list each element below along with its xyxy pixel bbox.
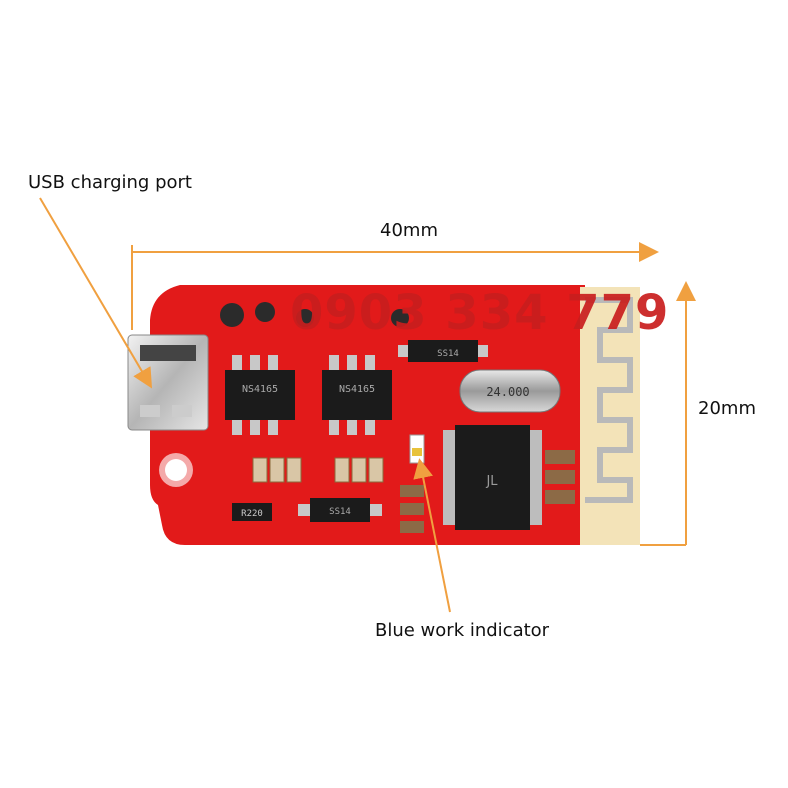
blue-led [409,434,425,464]
amp-left-marking: NS4165 [242,384,278,395]
resistor-r220: R220 [232,503,272,521]
bluetooth-chip: JL [443,425,542,530]
indicator-label: Blue work indicator [375,620,550,641]
height-dimension-label: 20mm [698,398,756,419]
resistor-marking: R220 [241,509,263,519]
usb-port [127,334,209,431]
crystal-marking: 24.000 [486,385,529,399]
width-dimension-label: 40mm [380,220,438,241]
diode-top: SS14 [398,340,488,362]
diode-bottom: SS14 [298,498,382,522]
smd-components [220,302,575,533]
antenna-area [580,287,640,545]
amp-chip-left: NS4165 [225,355,295,435]
diode-top-marking: SS14 [437,349,459,359]
crystal-oscillator: 24.000 [459,369,561,413]
amp-chip-right: NS4165 [322,355,392,435]
diode-bottom-marking: SS14 [329,507,351,517]
phone-watermark: 0903 334 779 [290,285,670,341]
usb-port-label: USB charging port [28,172,192,193]
annotation-lines [39,197,696,613]
amp-right-marking: NS4165 [339,384,375,395]
bt-chip-logo: JL [485,474,498,489]
